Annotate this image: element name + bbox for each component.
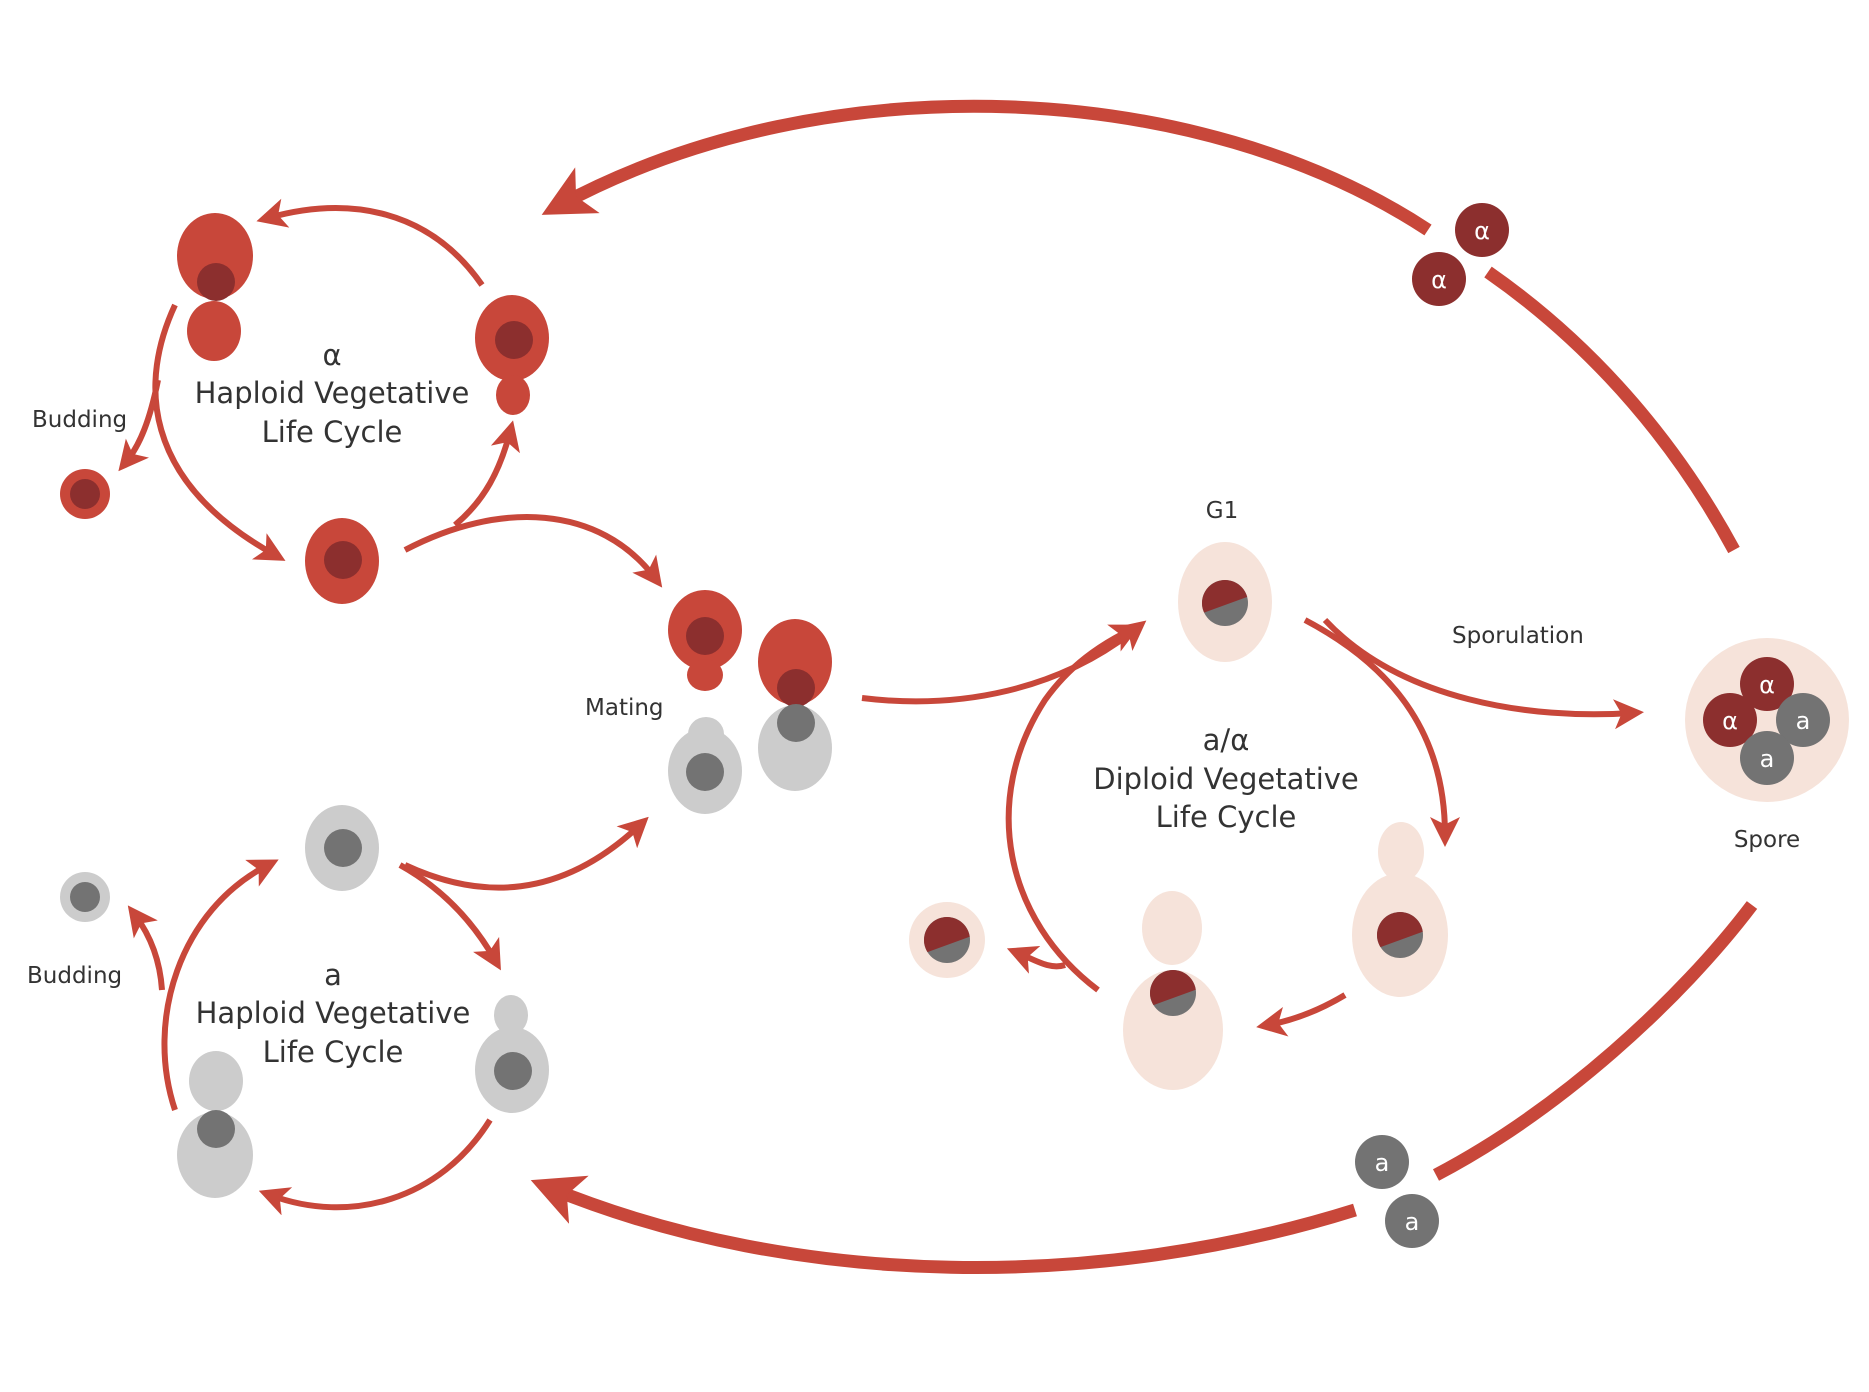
spore-alpha-top	[1740, 657, 1794, 711]
mating-label: Mating	[585, 695, 664, 721]
a-budding-cell	[177, 1051, 253, 1198]
a-cycle-title-line2: Life Cycle	[263, 1035, 404, 1069]
diploid-budding-arrow	[1006, 945, 1066, 974]
a-g1-cell	[305, 805, 379, 891]
alpha-haploid-cycle: α Haploid Vegetative Life Cycle Budding	[32, 198, 663, 604]
sporulation-label: Sporulation	[1452, 623, 1584, 649]
alpha-daughter-cell	[60, 469, 110, 519]
alpha-cycle-symbol: α	[322, 338, 341, 372]
budding-arrow-a	[127, 905, 165, 991]
spore-a-right	[1776, 693, 1830, 747]
diploid-cycle-arrow-right	[1303, 617, 1460, 847]
a-cycle-symbol: a	[324, 958, 342, 992]
mating-stage: Mating	[585, 590, 832, 814]
spore-a-bottom-label: a	[1760, 745, 1775, 773]
budding-arrow-alpha	[118, 379, 161, 472]
released-alpha-bottom-label: α	[1431, 266, 1447, 294]
alpha-spore-return-arrow	[541, 99, 1432, 236]
alpha-g1-cell	[305, 518, 379, 604]
g1-label: G1	[1206, 498, 1238, 524]
a-cell-with-small-bud	[475, 995, 549, 1113]
a-daughter-cell	[60, 872, 110, 922]
alpha-budding-cell	[177, 213, 253, 361]
a-cycle-arrow-right	[398, 862, 501, 971]
diploid-cycle-title-line1: Diploid Vegetative	[1093, 762, 1359, 796]
a-to-mating-arrow	[403, 816, 649, 891]
a-budding-label: Budding	[27, 963, 122, 989]
sporulation-arrow	[1322, 617, 1644, 730]
alpha-to-mating-arrow	[403, 514, 663, 588]
spore-alpha-top-label: α	[1759, 671, 1775, 699]
spore-a-bottom	[1740, 731, 1794, 785]
alpha-cycle-title-line1: Haploid Vegetative	[195, 376, 470, 410]
a-cycle-arrow-top	[161, 859, 279, 1111]
spore-a-right-label: a	[1796, 707, 1811, 735]
released-a-top-label: a	[1375, 1149, 1390, 1177]
mating-to-diploid-arrow	[861, 620, 1147, 705]
alpha-cycle-arrow-top	[256, 198, 485, 287]
released-alpha-top-label: α	[1474, 217, 1490, 245]
spore-ascus: α α a a Spore	[1685, 638, 1849, 853]
spore-label: Spore	[1734, 827, 1800, 853]
released-alpha-spores: α α	[1412, 203, 1509, 306]
alpha-cell-with-small-bud	[475, 295, 549, 415]
spore-alpha-left	[1703, 693, 1757, 747]
a-cycle-title-line1: Haploid Vegetative	[196, 996, 471, 1030]
spore-to-alpha-arrow-segment	[1484, 266, 1740, 554]
a-spore-return-arrow	[530, 1175, 1357, 1274]
alpha-cycle-title-line2: Life Cycle	[262, 415, 403, 449]
alpha-cycle-arrow-right	[453, 420, 520, 528]
diploid-cycle-arrow-bottom	[1256, 992, 1347, 1037]
diploid-g1-cell	[1178, 542, 1272, 662]
spore-alpha-left-label: α	[1722, 707, 1738, 735]
released-a-bottom-label: a	[1405, 1208, 1420, 1236]
diploid-cycle-arrow-left	[1005, 624, 1141, 993]
diploid-cycle: G1 a/α Diploid Vegetative Life Cycle Spo…	[861, 498, 1644, 1090]
diploid-cycle-title-line2: Life Cycle	[1156, 800, 1297, 834]
mating-pair-fused	[758, 619, 832, 791]
alpha-budding-label: Budding	[32, 407, 127, 433]
diploid-cell-large-bud	[1123, 891, 1223, 1090]
diploid-cycle-symbol: a/α	[1203, 723, 1250, 757]
released-a-spores: a a	[1355, 1135, 1439, 1248]
mating-pair-left	[668, 590, 742, 814]
a-haploid-cycle: a Haploid Vegetative Life Cycle Budding	[27, 805, 649, 1216]
diploid-daughter-cell	[909, 902, 985, 978]
diploid-cell-small-bud	[1352, 822, 1448, 997]
a-cycle-arrow-bottom	[258, 1118, 493, 1216]
spore-to-a-arrow-segment	[1432, 901, 1758, 1181]
outer-arrows	[530, 99, 1758, 1274]
alpha-cycle-arrow-left	[152, 303, 286, 561]
